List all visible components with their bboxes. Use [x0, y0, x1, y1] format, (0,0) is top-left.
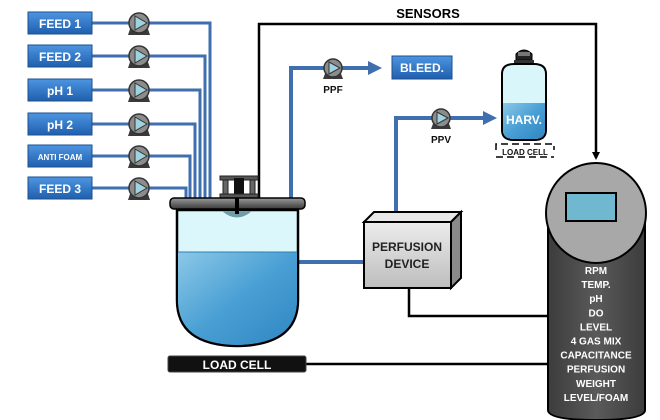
- controller-parameter: LEVEL: [580, 322, 612, 333]
- feed-line-4: [90, 122, 197, 198]
- controller-parameter: PERFUSION: [567, 365, 625, 376]
- harvest-load-cell: LOAD CELL: [495, 143, 555, 158]
- input-anti-foam[interactable]: ANTI FOAM: [27, 144, 93, 168]
- feed-pump-3[interactable]: [128, 79, 150, 102]
- controller-screen: [565, 192, 617, 222]
- input-label: FEED 1: [39, 17, 81, 31]
- feed-pump-5[interactable]: [128, 145, 150, 168]
- input-label: pH 2: [47, 118, 73, 132]
- sensors-line: SENSORS: [257, 6, 600, 198]
- reactor-load-cell-label: LOAD CELL: [203, 358, 272, 372]
- harvest-label: HARV.: [506, 113, 542, 127]
- pump-ppv[interactable]: [431, 108, 451, 129]
- perfusion-device-line2: DEVICE: [385, 257, 430, 271]
- perfusion-device[interactable]: PERFUSION DEVICE: [361, 209, 464, 291]
- controller-parameter: DO: [589, 308, 604, 319]
- pump-ppf[interactable]: [323, 58, 343, 79]
- feed-pump-4[interactable]: [128, 113, 150, 136]
- bleed-label: BLEED.: [400, 61, 444, 75]
- controller[interactable]: RPM TEMP. pH DO LEVEL 4 GAS MIX CAPACITANCE PER…: [545, 162, 647, 420]
- input-ph-1[interactable]: pH 1: [27, 78, 93, 102]
- perfusion-device-line1: PERFUSION: [372, 240, 442, 254]
- input-label: ANTI FOAM: [38, 153, 83, 162]
- bleed-button[interactable]: BLEED.: [391, 55, 453, 80]
- input-label: FEED 2: [39, 50, 81, 64]
- harvest-bottle[interactable]: HARV. LOAD CELL: [495, 49, 555, 158]
- input-feed-3[interactable]: FEED 3: [27, 176, 93, 200]
- reactor-vessel[interactable]: [169, 175, 306, 348]
- input-feed-1[interactable]: FEED 1: [27, 11, 93, 35]
- controller-parameter: WEIGHT: [576, 379, 616, 390]
- feed-line-6: [90, 186, 188, 198]
- input-ph-2[interactable]: pH 2: [27, 112, 93, 136]
- harvest-line: PPV: [394, 108, 497, 212]
- feed-line-3: [90, 88, 202, 198]
- bleed-line: PPF: [289, 58, 382, 198]
- feed-pump-6[interactable]: [128, 177, 150, 200]
- controller-parameter: 4 GAS MIX: [571, 337, 622, 348]
- feed-pump-1[interactable]: [128, 12, 150, 35]
- controller-parameter: TEMP.: [581, 280, 610, 291]
- feed-line-5: [90, 154, 192, 198]
- controller-parameter: RPM: [585, 266, 607, 277]
- ppf-label: PPF: [323, 85, 342, 96]
- ppv-label: PPV: [431, 135, 451, 146]
- feed-pumps: [128, 12, 150, 200]
- controller-parameter: pH: [589, 294, 602, 305]
- feed-line-1: [90, 21, 212, 198]
- harvest-load-cell-label: LOAD CELL: [502, 148, 548, 157]
- feed-pump-2[interactable]: [128, 45, 150, 68]
- sensors-label: SENSORS: [396, 6, 460, 21]
- input-feed-2[interactable]: FEED 2: [27, 44, 93, 68]
- input-label: pH 1: [47, 84, 73, 98]
- reactor-load-cell[interactable]: LOAD CELL: [167, 355, 307, 373]
- input-buttons: FEED 1 FEED 2 pH 1 pH 2 ANTI FOAM FEED 3: [27, 11, 93, 200]
- controller-parameter: LEVEL/FOAM: [564, 393, 628, 404]
- perfusion-to-controller-line: [407, 288, 555, 320]
- controller-parameter-list: RPM TEMP. pH DO LEVEL 4 GAS MIX CAPACITANCE PER…: [560, 266, 632, 404]
- input-label: FEED 3: [39, 182, 81, 196]
- feed-lines: [90, 21, 212, 198]
- controller-parameter: CAPACITANCE: [560, 351, 632, 362]
